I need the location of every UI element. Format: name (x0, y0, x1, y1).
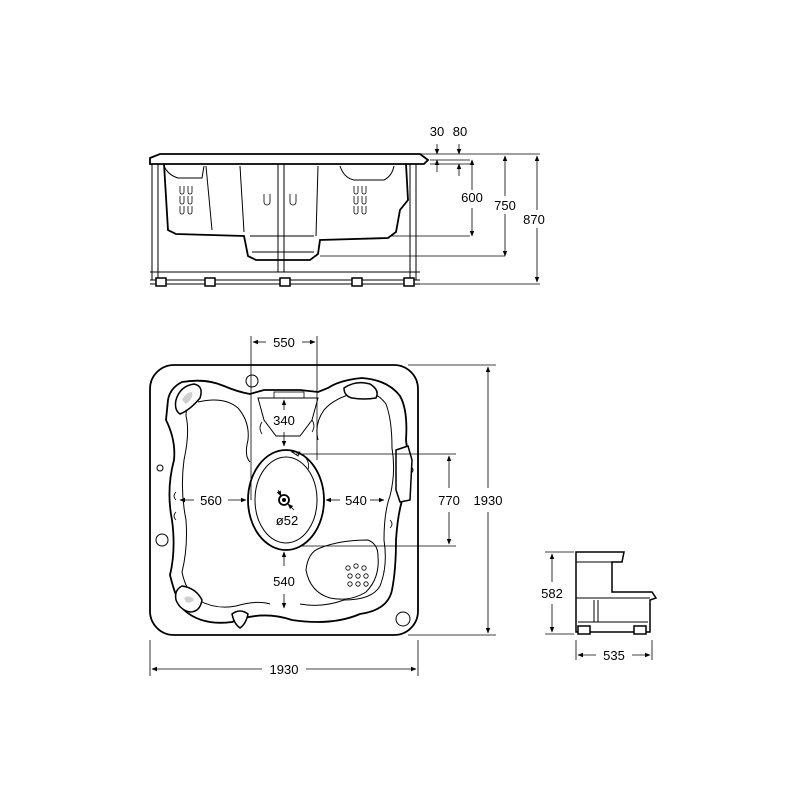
dim-label-340: 340 (273, 413, 295, 428)
side-support-frame (150, 164, 420, 287)
dim-label-1930-bottom: 1930 (270, 662, 299, 677)
dim-label-550: 550 (273, 335, 295, 350)
step-body (575, 551, 658, 633)
side-jets-right (353, 186, 367, 215)
dim-label-540-bottom: 540 (273, 574, 295, 589)
dim-label-870: 870 (523, 212, 545, 227)
dim-label-600: 600 (461, 190, 483, 205)
plan-inner-shell (165, 377, 409, 624)
dim-label-560: 560 (200, 493, 222, 508)
plan-footwell (247, 449, 325, 551)
dim-label-535: 535 (603, 648, 625, 663)
dim-label-770: 770 (438, 493, 460, 508)
plan-drain (276, 489, 295, 511)
dim-label-582: 582 (541, 586, 563, 601)
step-detail-view: 582 535 (541, 551, 658, 663)
plan-headrests (174, 381, 413, 629)
dim-label-750: 750 (494, 198, 516, 213)
side-jets-center (263, 194, 297, 206)
side-tub-shell (163, 163, 409, 261)
side-elevation-view: 30 80 600 750 870 (149, 124, 545, 287)
plan-outer-rim (149, 364, 419, 636)
side-jets-left (179, 186, 193, 215)
dim-label-30: 30 (430, 124, 444, 139)
dim-label-80: 80 (453, 124, 467, 139)
plan-jets-right-seat (345, 563, 369, 587)
plan-view: 550 340 560 540 ø52 540 770 1930 (149, 335, 503, 677)
dim-label-drain-diameter: ø52 (276, 513, 298, 528)
dim-label-1930-right: 1930 (474, 493, 503, 508)
dim-label-540-right: 540 (345, 493, 367, 508)
